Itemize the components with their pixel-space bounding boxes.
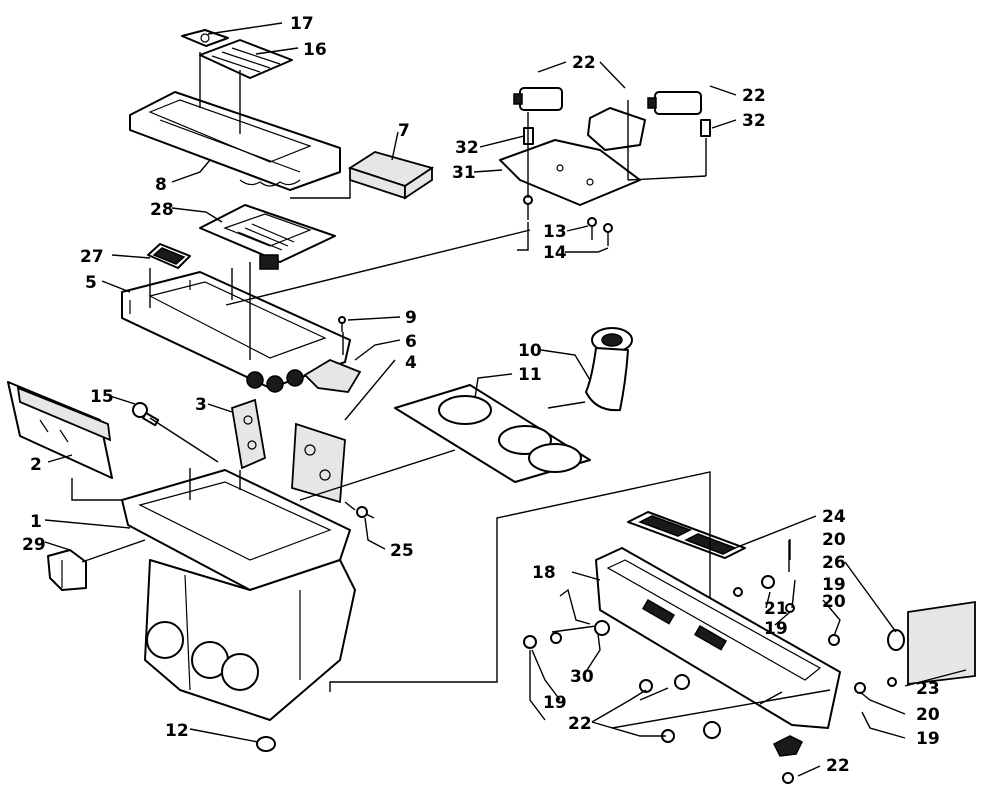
callout-32-left: 32 [455, 138, 479, 158]
callout-19-mid: 19 [764, 619, 788, 639]
callout-31: 31 [452, 163, 476, 183]
part-18-intake-duct [595, 547, 841, 729]
callout-17: 17 [290, 14, 314, 34]
part-1-main-airbox [121, 469, 356, 721]
part-24-gasket [627, 511, 746, 559]
part-9-screw [338, 316, 346, 332]
part-7-foam-filter [347, 151, 435, 200]
part-29-clip [47, 549, 87, 591]
part-3-foam-seal [230, 398, 267, 470]
callout-5: 5 [85, 273, 97, 293]
part-31-mounting-plate [499, 139, 641, 206]
part-14-bolts [523, 195, 613, 246]
callout-9: 9 [405, 308, 417, 328]
callout-13: 13 [543, 222, 567, 242]
part-26-plug [887, 629, 905, 651]
callout-30: 30 [570, 667, 594, 687]
callout-4: 4 [405, 353, 417, 373]
callout-1: 1 [30, 512, 42, 532]
callout-22-top-left: 22 [572, 53, 596, 73]
callout-2: 2 [30, 455, 42, 475]
part-25-bolt [356, 506, 375, 519]
part-23-filter [907, 600, 976, 686]
callout-21: 21 [764, 599, 788, 619]
part-8-airbox-lid [129, 91, 341, 191]
callout-22-lower: 22 [568, 714, 592, 734]
callout-27: 27 [80, 247, 104, 267]
callout-22-top-right: 22 [742, 86, 766, 106]
callout-15: 15 [90, 387, 114, 407]
callout-20-top: 20 [822, 530, 846, 550]
leader-lines [44, 22, 967, 777]
callout-8: 8 [155, 175, 167, 195]
callout-12: 12 [165, 721, 189, 741]
part-solenoid-left [513, 87, 563, 111]
part-hardware-nuts-washers [523, 540, 897, 784]
callout-7: 7 [398, 121, 410, 141]
callout-28: 28 [150, 200, 174, 220]
part-15-bolt [132, 402, 160, 427]
part-16-label-plate [199, 39, 293, 79]
part-5-upper-housing [121, 271, 351, 393]
part-27-grommet [147, 243, 191, 269]
part-relay-center [587, 107, 646, 151]
callout-14: 14 [543, 243, 567, 263]
part-17-decal [181, 29, 229, 47]
callout-19-left: 19 [543, 693, 567, 713]
callout-29: 29 [22, 535, 46, 555]
part-28-intake-tray [199, 204, 336, 270]
callout-26: 26 [822, 553, 846, 573]
part-solenoid-right [647, 91, 702, 115]
callout-10: 10 [518, 341, 542, 361]
callout-labels: 17 16 7 8 28 27 5 9 6 4 15 3 2 1 29 25 1… [22, 14, 940, 776]
part-12-drain-cap [256, 736, 276, 752]
part-30-hook [559, 588, 591, 625]
part-10-elbow-intake [585, 327, 633, 412]
callout-32-right: 32 [742, 111, 766, 131]
part-32-spacer-right [700, 119, 711, 137]
callout-20-mid: 20 [822, 592, 846, 612]
callout-19-bottom: 19 [916, 729, 940, 749]
callout-6: 6 [405, 332, 417, 352]
callout-24: 24 [822, 507, 846, 527]
callout-11: 11 [518, 365, 542, 385]
part-2-side-panel [7, 381, 113, 479]
part-11-baffle-plate [394, 384, 591, 483]
part-6-rubber-boot [303, 358, 362, 393]
callout-19-top: 19 [822, 575, 846, 595]
callout-23: 23 [916, 679, 940, 699]
callout-16: 16 [303, 40, 327, 60]
callout-22-bottom: 22 [826, 756, 850, 776]
callout-25: 25 [390, 541, 414, 561]
part-4-foam-seal [291, 422, 346, 504]
callout-3: 3 [195, 395, 207, 415]
callout-20-bottom: 20 [916, 705, 940, 725]
callout-18: 18 [532, 563, 556, 583]
